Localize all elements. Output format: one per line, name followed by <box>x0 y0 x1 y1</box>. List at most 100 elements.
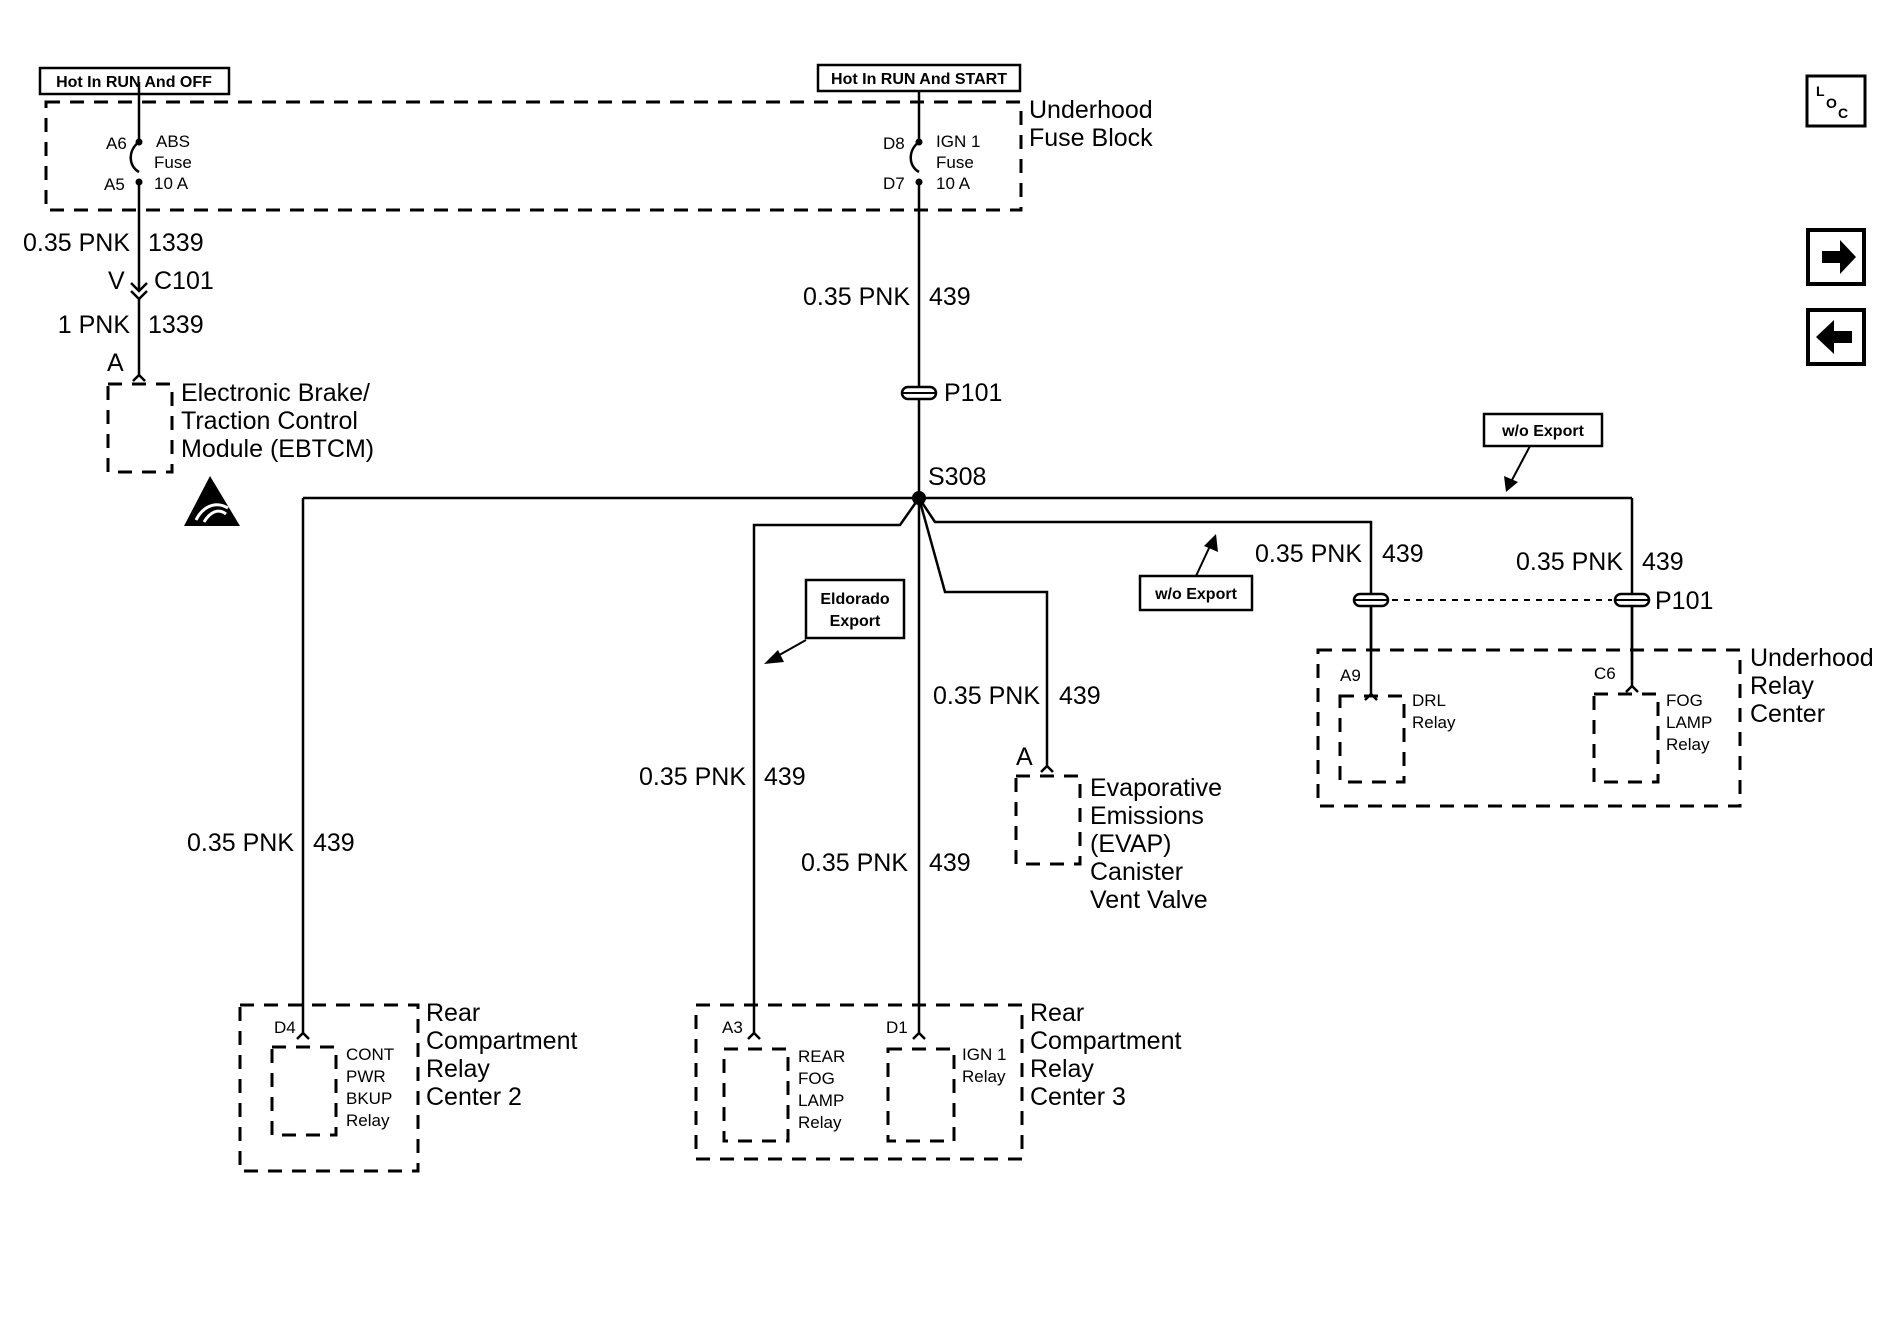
evap-line5: Vent Valve <box>1090 886 1208 914</box>
wire-439-rear-fog-gauge: 0.35 PNK <box>639 763 746 791</box>
abs-fuse-line3: 10 A <box>154 174 189 193</box>
wire-1339-lower-circuit: 1339 <box>148 311 204 339</box>
cont-relay-line3: BKUP <box>346 1089 392 1108</box>
abs-fuse-line2: Fuse <box>154 153 192 172</box>
drl-pin: A9 <box>1340 666 1361 685</box>
ebtcm-line1: Electronic Brake/ <box>181 379 370 407</box>
fog-relay-line2: LAMP <box>1666 713 1712 732</box>
arrow-left-icon[interactable] <box>1806 308 1866 366</box>
abs-fuse: A6 A5 ABS Fuse 10 A <box>104 82 192 290</box>
wire-439-drl-gauge: 0.35 PNK <box>1255 540 1362 568</box>
wire-439-fog-circuit: 439 <box>1642 548 1684 576</box>
evap-outline <box>1014 774 1082 866</box>
ign1-relay-line1: IGN 1 <box>962 1045 1006 1064</box>
wire-439-main-circuit: 439 <box>929 283 971 311</box>
fog-relay-line1: FOG <box>1666 691 1703 710</box>
underhood-relay-line1: Underhood <box>1750 644 1874 672</box>
rcrc2-line2: Compartment <box>426 1027 577 1055</box>
cont-relay-outline <box>270 1045 338 1137</box>
eldorado-line1: Eldorado <box>820 591 890 608</box>
hot-run-start-label: Hot In RUN And START <box>816 63 1022 93</box>
eldorado-line2: Export <box>830 613 881 630</box>
abs-fuse-pin-bottom: A5 <box>104 175 125 194</box>
wire-439-evap-circuit: 439 <box>1059 682 1101 710</box>
wire-439-evap-gauge: 0.35 PNK <box>933 682 1040 710</box>
fuse-block-outline <box>44 100 1023 212</box>
p101-top-connector <box>900 385 938 401</box>
ebtcm-line3: Module (EBTCM) <box>181 435 374 463</box>
esd-warning-icon <box>184 476 240 526</box>
wire-1339-upper-gauge: 0.35 PNK <box>23 229 130 257</box>
wire-1339-upper-circuit: 1339 <box>148 229 204 257</box>
underhood-relay-line2: Relay <box>1750 672 1814 700</box>
rcrc3-line4: Center 3 <box>1030 1083 1126 1111</box>
c101-pin: V <box>108 267 125 295</box>
arrow-right-icon[interactable] <box>1806 228 1866 286</box>
ign1-fuse-pin-top: D8 <box>883 134 905 153</box>
p101-right-label: P101 <box>1655 587 1713 615</box>
evap-line2: Emissions <box>1090 802 1204 830</box>
drl-relay-line1: DRL <box>1412 691 1446 710</box>
evap-line1: Evaporative <box>1090 774 1222 802</box>
cont-relay-line2: PWR <box>346 1067 386 1086</box>
wire-439-main-gauge: 0.35 PNK <box>803 283 910 311</box>
rcrc3-line1: Rear <box>1030 999 1084 1027</box>
drl-relay-line2: Relay <box>1412 713 1456 732</box>
fog-relay-line3: Relay <box>1666 735 1710 754</box>
wo-export-top-text: w/o Export <box>1501 423 1584 440</box>
ebtcm-line2: Traction Control <box>181 407 358 435</box>
underhood-relay-line3: Center <box>1750 700 1825 728</box>
wire-439-drl-circuit: 439 <box>1382 540 1424 568</box>
wo-export-note-mid: w/o Export <box>1138 534 1254 612</box>
p101-top-label: P101 <box>944 379 1002 407</box>
ebtcm-pin: A <box>107 349 124 377</box>
p101-fog-connector <box>1613 592 1651 608</box>
rear-compartment-relay-center-2-outline <box>238 1003 420 1173</box>
wo-export-mid-text: w/o Export <box>1154 586 1237 603</box>
wire-439-rcrc2-gauge: 0.35 PNK <box>187 829 294 857</box>
rear-fog-relay-line1: REAR <box>798 1047 845 1066</box>
s308-label: S308 <box>928 463 986 491</box>
evap-line4: Canister <box>1090 858 1183 886</box>
ign1-fuse-line2: Fuse <box>936 153 974 172</box>
rear-fog-relay-line3: LAMP <box>798 1091 844 1110</box>
fuse-block-name-line1: Underhood <box>1029 96 1153 124</box>
abs-fuse-line1: ABS <box>156 132 190 151</box>
loc-icon-o: O <box>1826 95 1837 111</box>
evap-line3: (EVAP) <box>1090 830 1172 858</box>
wire-439-rear-fog-circuit: 439 <box>764 763 806 791</box>
wire-1339-lower-gauge: 1 PNK <box>58 311 131 339</box>
evap-pin: A <box>1016 743 1033 771</box>
rcrc2-pin: D4 <box>274 1018 296 1037</box>
hot-run-start-text: Hot In RUN And START <box>831 71 1007 88</box>
fog-relay-outline <box>1592 692 1660 784</box>
fog-pin: C6 <box>1594 664 1616 683</box>
rear-fog-pin: A3 <box>722 1018 743 1037</box>
eldorado-export-note: Eldorado Export <box>764 578 906 664</box>
wire-439-ign1-gauge: 0.35 PNK <box>801 849 908 877</box>
ebtcm-outline <box>106 382 174 474</box>
ign1-fuse-line1: IGN 1 <box>936 132 980 151</box>
rcrc2-line4: Center 2 <box>426 1083 522 1111</box>
c101-label: C101 <box>154 267 214 295</box>
loc-icon[interactable]: L O C <box>1805 74 1867 128</box>
wire-439-ign1-circuit: 439 <box>929 849 971 877</box>
cont-relay-line1: CONT <box>346 1045 394 1064</box>
wire-439-rcrc2-circuit: 439 <box>313 829 355 857</box>
ign1-fuse-pin-bottom: D7 <box>883 174 905 193</box>
rcrc3-line3: Relay <box>1030 1055 1094 1083</box>
p101-drl-connector <box>1352 592 1390 608</box>
loc-icon-l: L <box>1816 83 1825 99</box>
rcrc2-line3: Relay <box>426 1055 490 1083</box>
drl-relay-outline <box>1338 694 1406 784</box>
rear-fog-relay-line2: FOG <box>798 1069 835 1088</box>
rcrc3-line2: Compartment <box>1030 1027 1181 1055</box>
loc-icon-c: C <box>1838 105 1848 121</box>
ign1-relay-pin: D1 <box>886 1018 908 1037</box>
ign1-relay-outline <box>886 1047 956 1143</box>
fuse-block-name-line2: Fuse Block <box>1029 124 1153 152</box>
hot-run-off-text: Hot In RUN And OFF <box>56 74 212 91</box>
rear-fog-relay-line4: Relay <box>798 1113 842 1132</box>
abs-fuse-pin-top: A6 <box>106 134 127 153</box>
